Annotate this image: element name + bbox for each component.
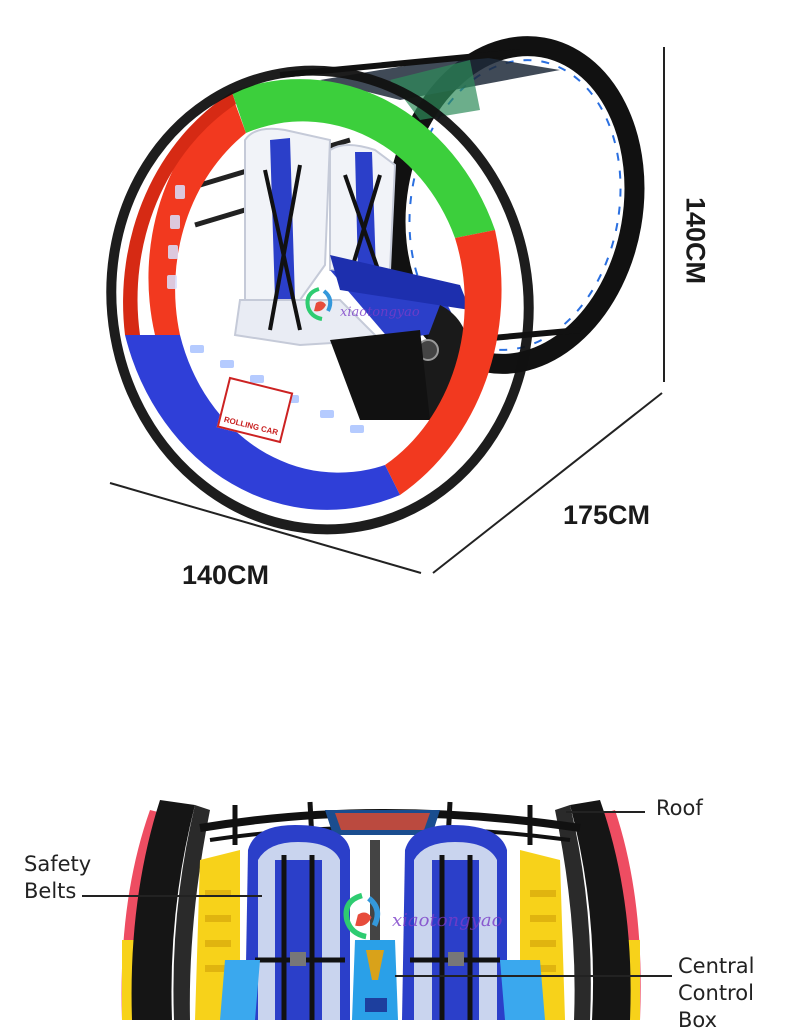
control-box-callout: Central Control Box	[678, 953, 754, 1034]
swirl-logo-icon	[343, 892, 381, 940]
control-box-line2: Control	[678, 981, 754, 1005]
width-dimension-label: 140CM	[182, 560, 270, 590]
watermark-text: xiaotongyao	[340, 305, 420, 320]
rolling-car-side-illustration	[106, 36, 645, 535]
watermark-logo	[300, 285, 338, 323]
product-dimension-photo: ROLLING CAR xiaotongyao 140CM 175CM 140C…	[106, 36, 711, 590]
callout-lines	[82, 811, 672, 977]
roof-callout: Roof	[656, 796, 703, 820]
dimension-lines	[109, 47, 665, 574]
safety-belts-callout: Safety Belts	[24, 851, 91, 905]
depth-dimension-label: 175CM	[563, 500, 651, 530]
watermark-logo-2	[336, 890, 388, 942]
product-front-view-photo: xiaotongyao	[0, 780, 790, 1020]
height-dimension-label: 140CM	[680, 196, 711, 285]
rolling-car-front-illustration	[121, 800, 641, 1020]
watermark-text-2: xiaotongyao	[392, 910, 503, 931]
safety-belts-line2: Belts	[24, 879, 77, 903]
safety-belts-line1: Safety	[24, 852, 92, 876]
control-box-line3: Box	[678, 1008, 718, 1032]
control-box-line1: Central	[678, 954, 755, 978]
swirl-logo-icon	[305, 287, 333, 321]
